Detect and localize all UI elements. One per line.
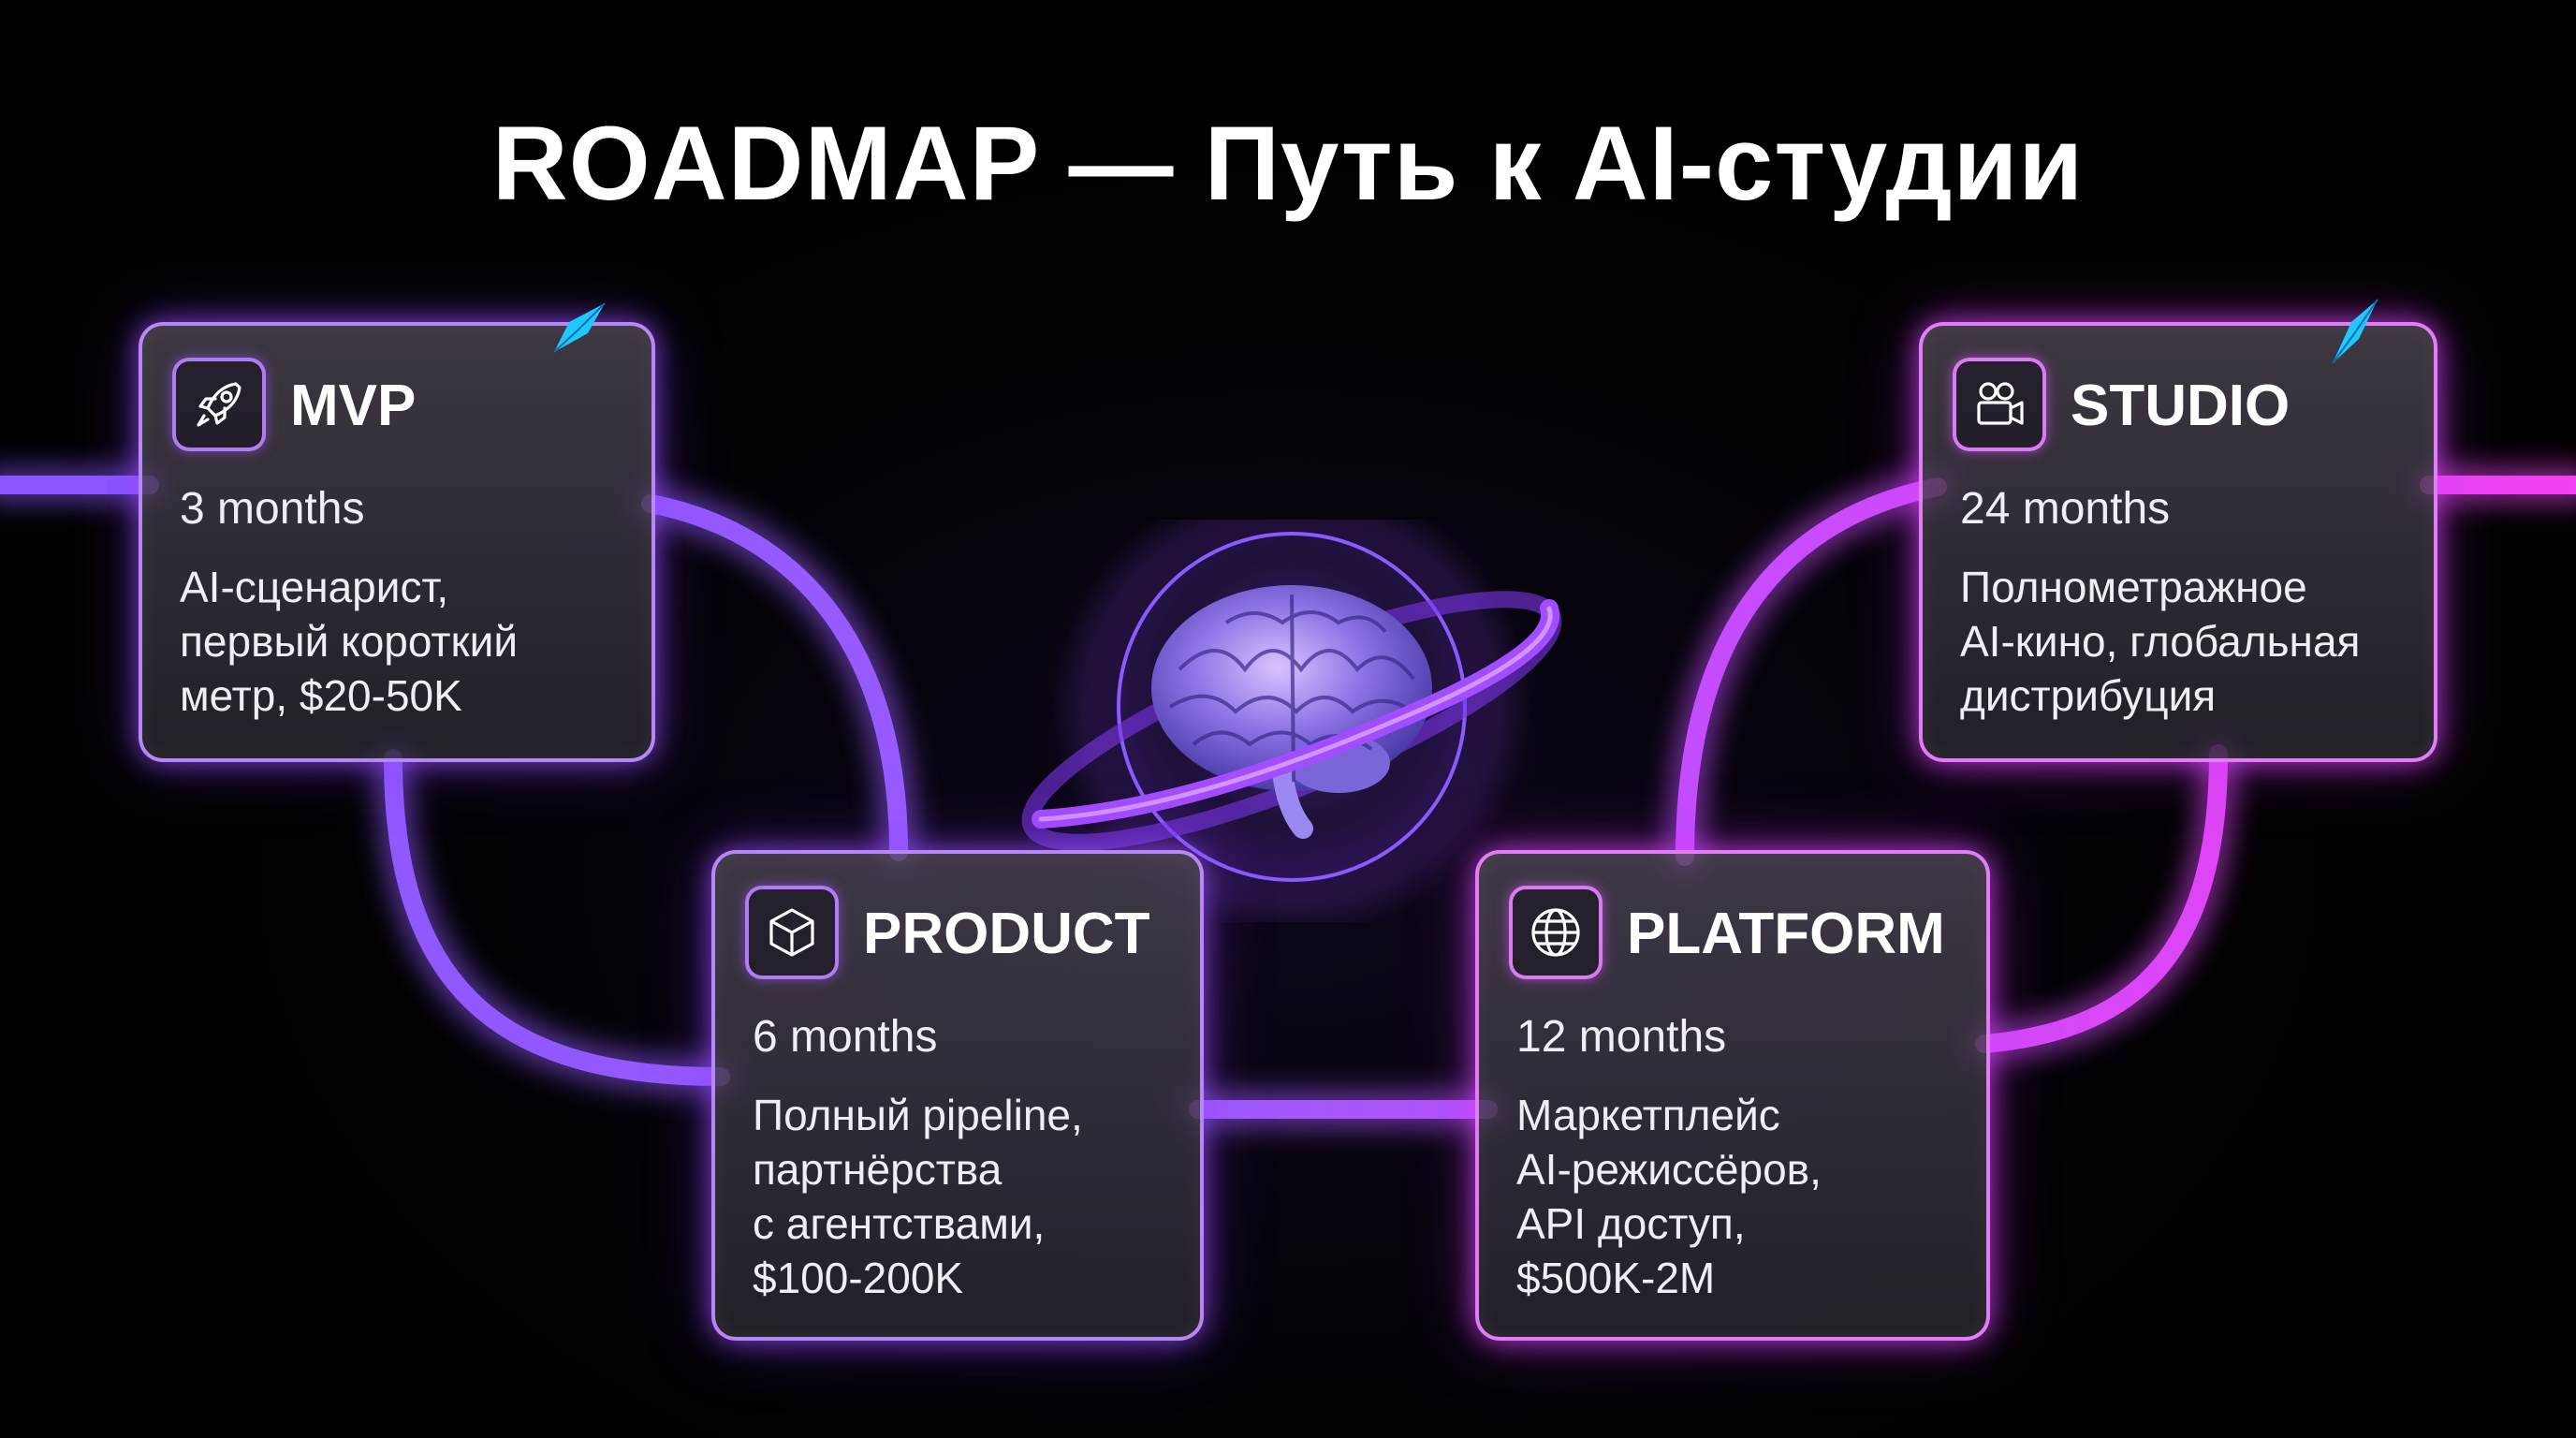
stage-card-mvp: MVP 3 months AI-сценарист, первый коротк… xyxy=(139,322,655,762)
stage-title: PLATFORM xyxy=(1627,902,1945,966)
stage-card-studio: STUDIO 24 months Полнометражное AI-кино,… xyxy=(1919,322,2437,762)
stage-description: Полный pipeline, партнёрства с агентства… xyxy=(753,1088,1083,1305)
description-line: AI-сценарист, xyxy=(180,563,449,611)
cube-icon xyxy=(745,886,839,979)
description-line: Маркетплейс xyxy=(1516,1091,1780,1139)
description-line: Полный pipeline, xyxy=(753,1091,1083,1139)
film-camera-icon xyxy=(1953,358,2046,451)
stage-description: Полнометражное AI-кино, глобальная дистр… xyxy=(1960,560,2360,723)
globe-icon xyxy=(1509,886,1603,979)
description-line: $500K-2M xyxy=(1516,1254,1716,1302)
description-line: партнёрства xyxy=(753,1145,1003,1194)
description-line: дистрибуция xyxy=(1960,671,2217,720)
description-line: первый короткий xyxy=(180,617,519,666)
stage-duration: 24 months xyxy=(1960,484,2171,534)
description-line: Полнометражное xyxy=(1960,563,2307,611)
page-title: ROADMAP — Путь к AI-студии xyxy=(491,105,2085,222)
stage-duration: 6 months xyxy=(753,1012,938,1062)
sparkle-icon xyxy=(2332,299,2378,364)
brain-orb-icon xyxy=(1002,492,1582,922)
stage-duration: 12 months xyxy=(1516,1012,1727,1062)
description-line: API доступ, xyxy=(1516,1199,1746,1248)
stage-description: Маркетплейс AI-режиссёров, API доступ, $… xyxy=(1516,1088,1822,1305)
rocket-icon xyxy=(172,358,266,451)
stage-description: AI-сценарист, первый короткий метр, $20-… xyxy=(180,560,518,723)
sparkle-icon xyxy=(553,302,606,353)
description-line: $100-200K xyxy=(753,1254,964,1302)
description-line: с агентствами, xyxy=(753,1199,1046,1248)
stage-title: MVP xyxy=(290,374,417,438)
stage-duration: 3 months xyxy=(180,484,365,534)
stage-card-platform: PLATFORM 12 months Маркетплейс AI-режисс… xyxy=(1475,850,1990,1341)
description-line: AI-режиссёров, xyxy=(1516,1145,1822,1194)
stage-title: PRODUCT xyxy=(863,902,1150,966)
description-line: AI-кино, глобальная xyxy=(1960,617,2361,666)
connector-core xyxy=(0,476,2576,1119)
stage-title: STUDIO xyxy=(2071,374,2291,438)
stage-card-product: PRODUCT 6 months Полный pipeline, партнё… xyxy=(711,850,1204,1341)
description-line: метр, $20-50K xyxy=(180,671,462,720)
